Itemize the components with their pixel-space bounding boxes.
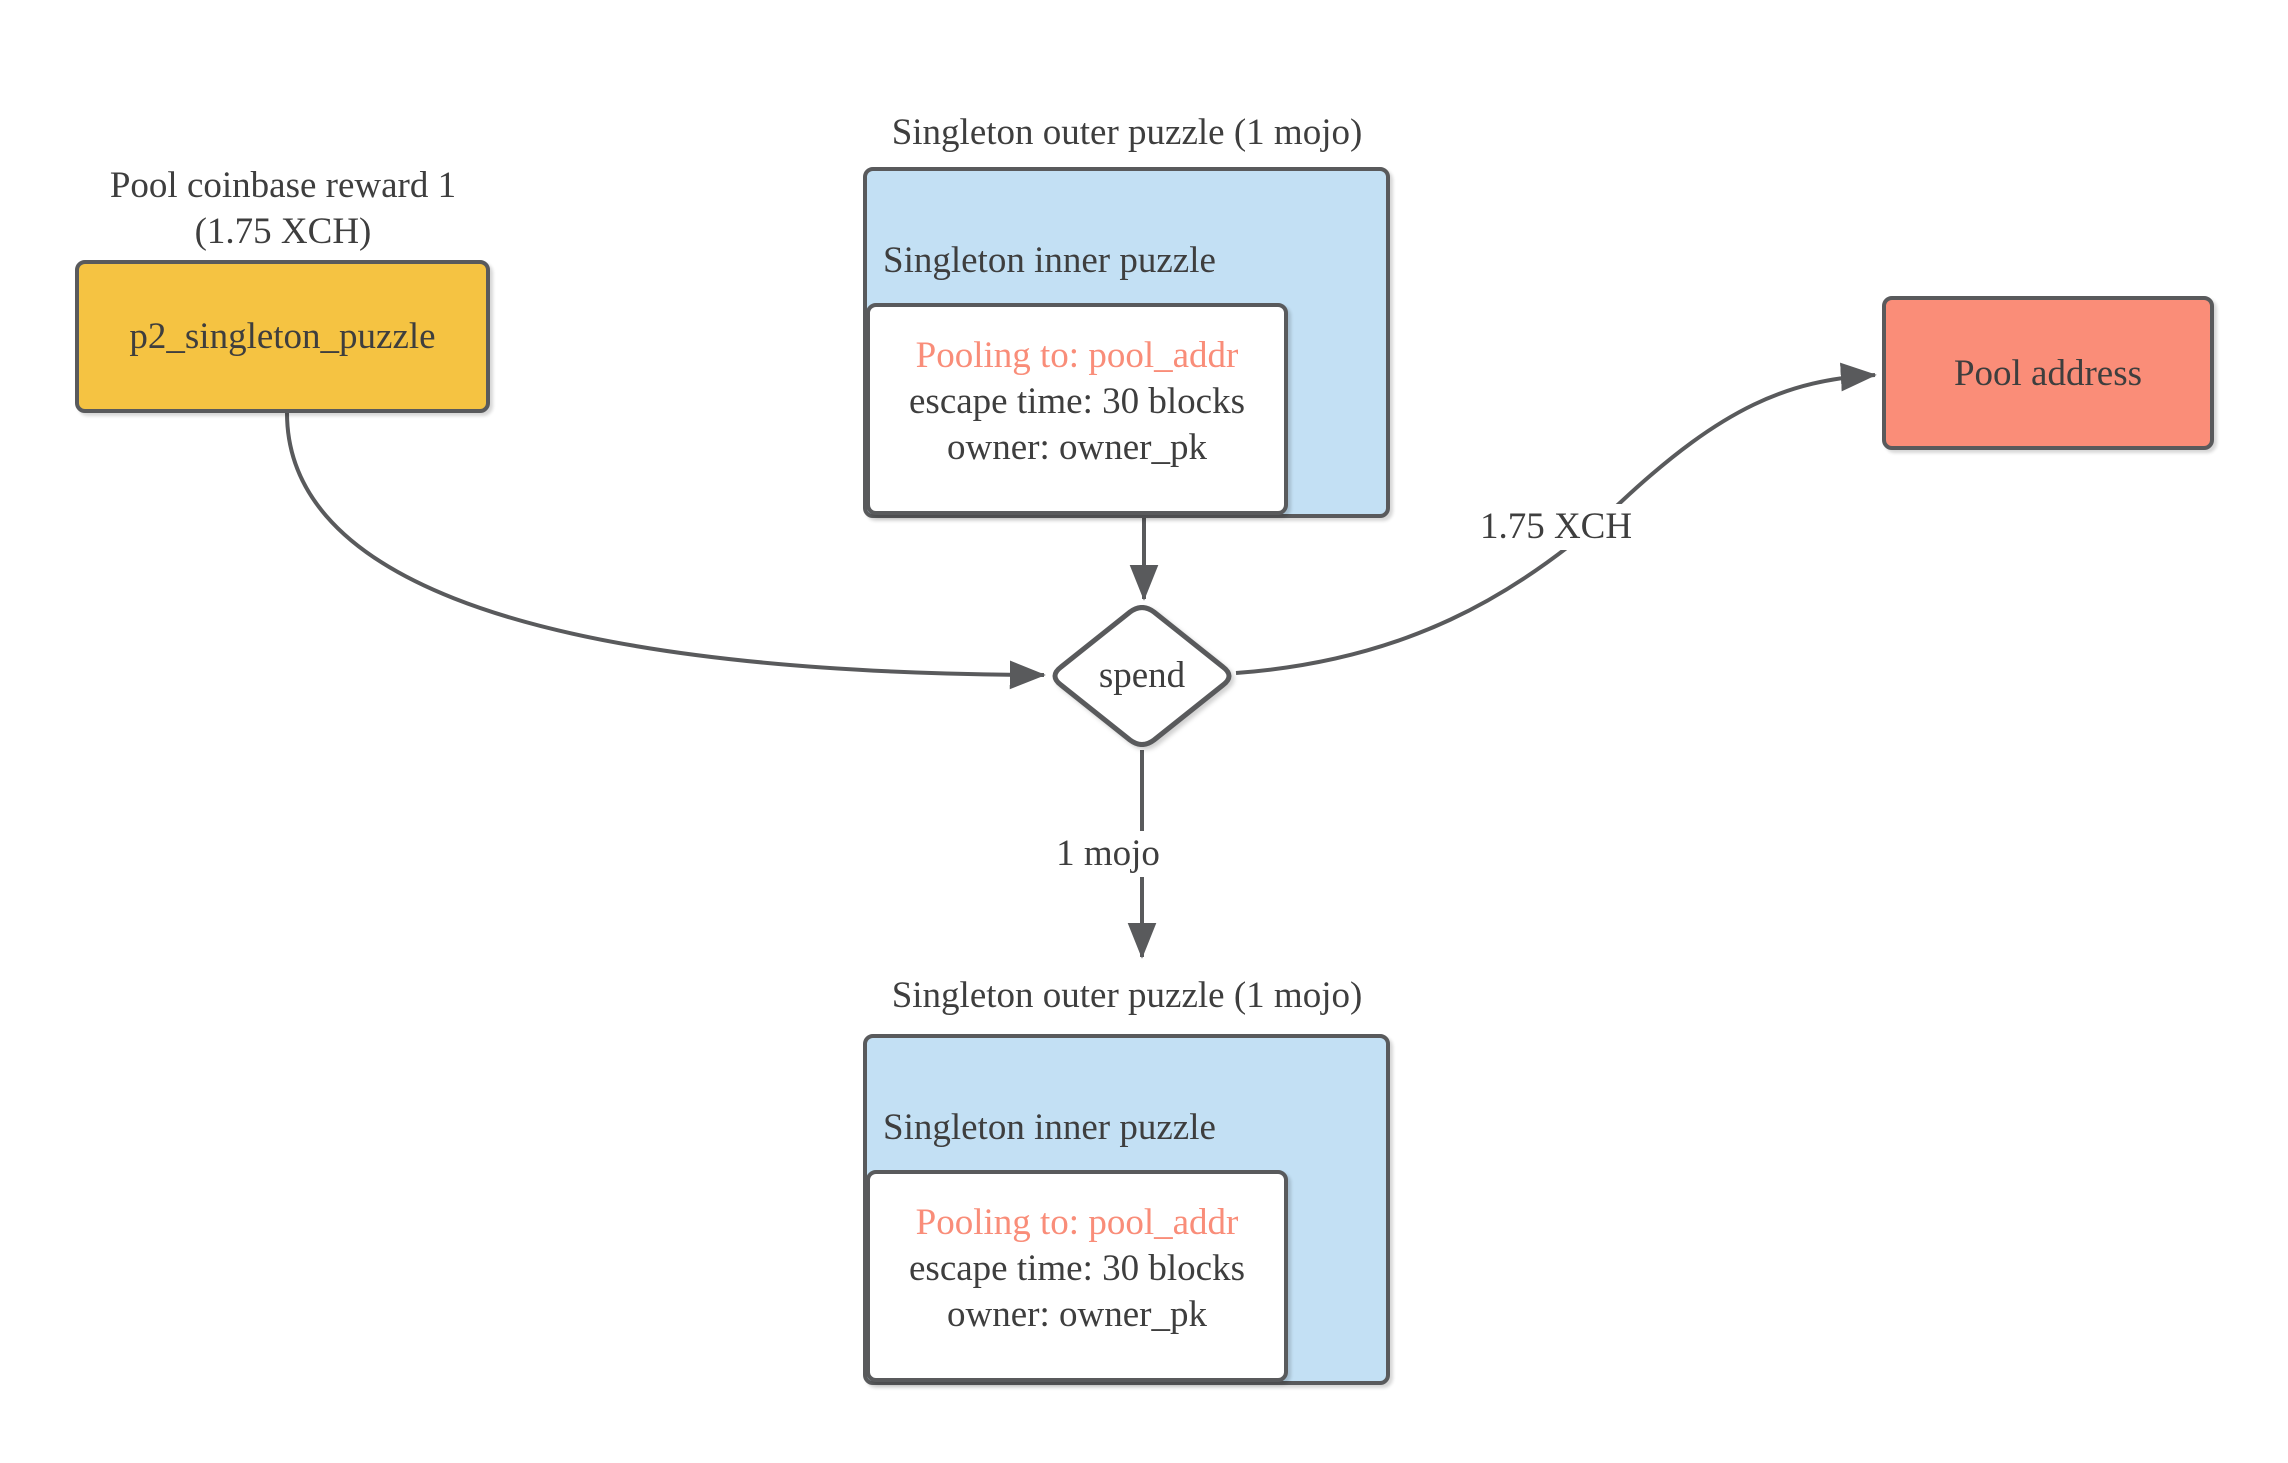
pooling-to-line-bottom: Pooling to: pool_addr [915, 1202, 1239, 1243]
pooling-details-bottom-node: Pooling to: pool_addr escape time: 30 bl… [866, 1170, 1288, 1382]
coinbase-caption: Pool coinbase reward 1 (1.75 XCH) [33, 163, 533, 255]
pooling-to-line: Pooling to: pool_addr [915, 335, 1239, 376]
pooling-details-top-node: Pooling to: pool_addr escape time: 30 bl… [866, 303, 1288, 515]
owner-line-bottom: owner: owner_pk [947, 1294, 1207, 1335]
pooling-details-top-text: Pooling to: pool_addr escape time: 30 bl… [870, 307, 1284, 471]
p2-singleton-node: p2_singleton_puzzle [75, 260, 490, 413]
escape-time-line: escape time: 30 blocks [909, 381, 1245, 422]
edge-label-xch: 1.75 XCH [1469, 504, 1643, 550]
pool-address-label: Pool address [1953, 352, 2143, 394]
edge-p2-singleton-to-spend [285, 412, 1046, 690]
pooling-details-bottom-text: Pooling to: pool_addr escape time: 30 bl… [870, 1174, 1284, 1338]
coinbase-caption-line1: Pool coinbase reward 1 [109, 165, 457, 206]
singleton-inner-bottom-label: Singleton inner puzzle [883, 1107, 1216, 1148]
p2-singleton-label: p2_singleton_puzzle [129, 316, 436, 357]
escape-time-line-bottom: escape time: 30 blocks [909, 1248, 1245, 1289]
edge-label-mojo: 1 mojo [1046, 831, 1170, 877]
singleton-outer-bottom-caption: Singleton outer puzzle (1 mojo) [891, 975, 1363, 1016]
spend-diamond [1052, 605, 1232, 747]
coinbase-caption-line2: (1.75 XCH) [194, 211, 372, 252]
singleton-inner-top-label: Singleton inner puzzle [883, 240, 1216, 281]
owner-line: owner: owner_pk [947, 427, 1207, 468]
singleton-outer-top-caption: Singleton outer puzzle (1 mojo) [891, 112, 1363, 153]
spend-label: spend [1098, 655, 1186, 696]
pool-address-node: Pool address [1882, 296, 2214, 450]
